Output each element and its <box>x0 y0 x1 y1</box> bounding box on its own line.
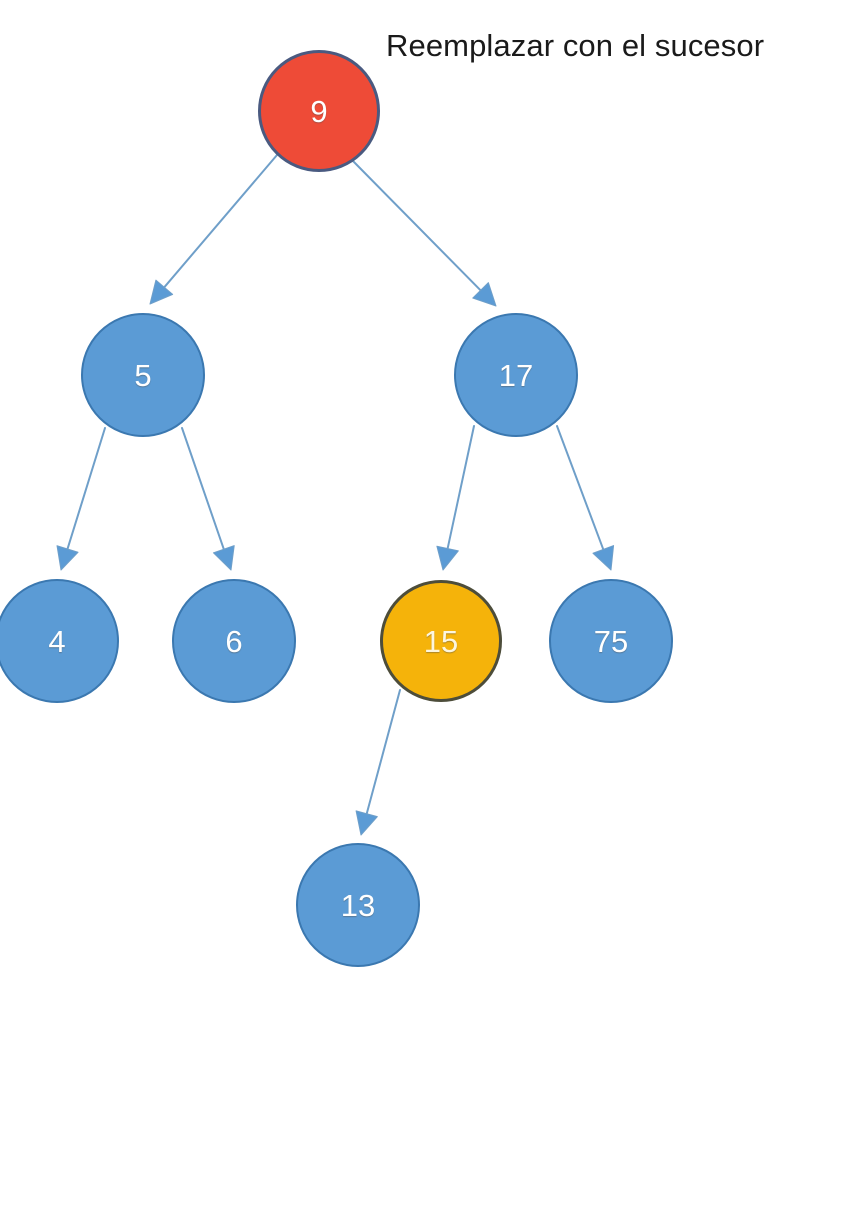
node-label: 13 <box>340 887 376 923</box>
edge-line <box>351 159 484 294</box>
tree-edge <box>351 159 497 307</box>
node-label: 5 <box>134 357 152 393</box>
node-label: 9 <box>310 93 328 129</box>
edge-line <box>556 425 606 554</box>
tree-node-6[interactable]: 6 <box>172 579 296 703</box>
node-label: 75 <box>593 623 629 659</box>
node-label: 4 <box>48 623 66 659</box>
tree-edge <box>56 427 106 571</box>
edge-line <box>65 427 106 553</box>
tree-node-5[interactable]: 5 <box>81 313 205 437</box>
tree-node-75[interactable]: 75 <box>549 579 673 703</box>
tree-node-15[interactable]: 15 <box>380 580 502 702</box>
edge-arrowhead-icon <box>149 279 174 305</box>
node-label: 17 <box>498 357 534 393</box>
tree-edge <box>355 689 401 836</box>
diagram-title: Reemplazar con el sucesor <box>386 28 765 63</box>
tree-node-9[interactable]: 9 <box>258 50 380 172</box>
edge-arrowhead-icon <box>436 545 459 571</box>
tree-edge <box>181 427 235 571</box>
tree-edge <box>436 425 475 571</box>
edge-line <box>161 154 278 291</box>
tree-edge <box>149 154 278 305</box>
edge-arrowhead-icon <box>592 545 615 571</box>
node-label: 6 <box>225 623 243 659</box>
edge-line <box>445 425 475 553</box>
tree-edge <box>556 425 615 571</box>
tree-node-13[interactable]: 13 <box>296 843 420 967</box>
edge-arrowhead-icon <box>56 545 79 571</box>
edge-arrowhead-icon <box>355 810 378 836</box>
tree-node-17[interactable]: 17 <box>454 313 578 437</box>
edge-arrowhead-icon <box>472 282 497 307</box>
node-label: 15 <box>423 623 459 659</box>
edge-line <box>364 689 401 818</box>
edge-line <box>181 427 226 554</box>
edge-arrowhead-icon <box>212 545 235 571</box>
tree-node-4[interactable]: 4 <box>0 579 119 703</box>
